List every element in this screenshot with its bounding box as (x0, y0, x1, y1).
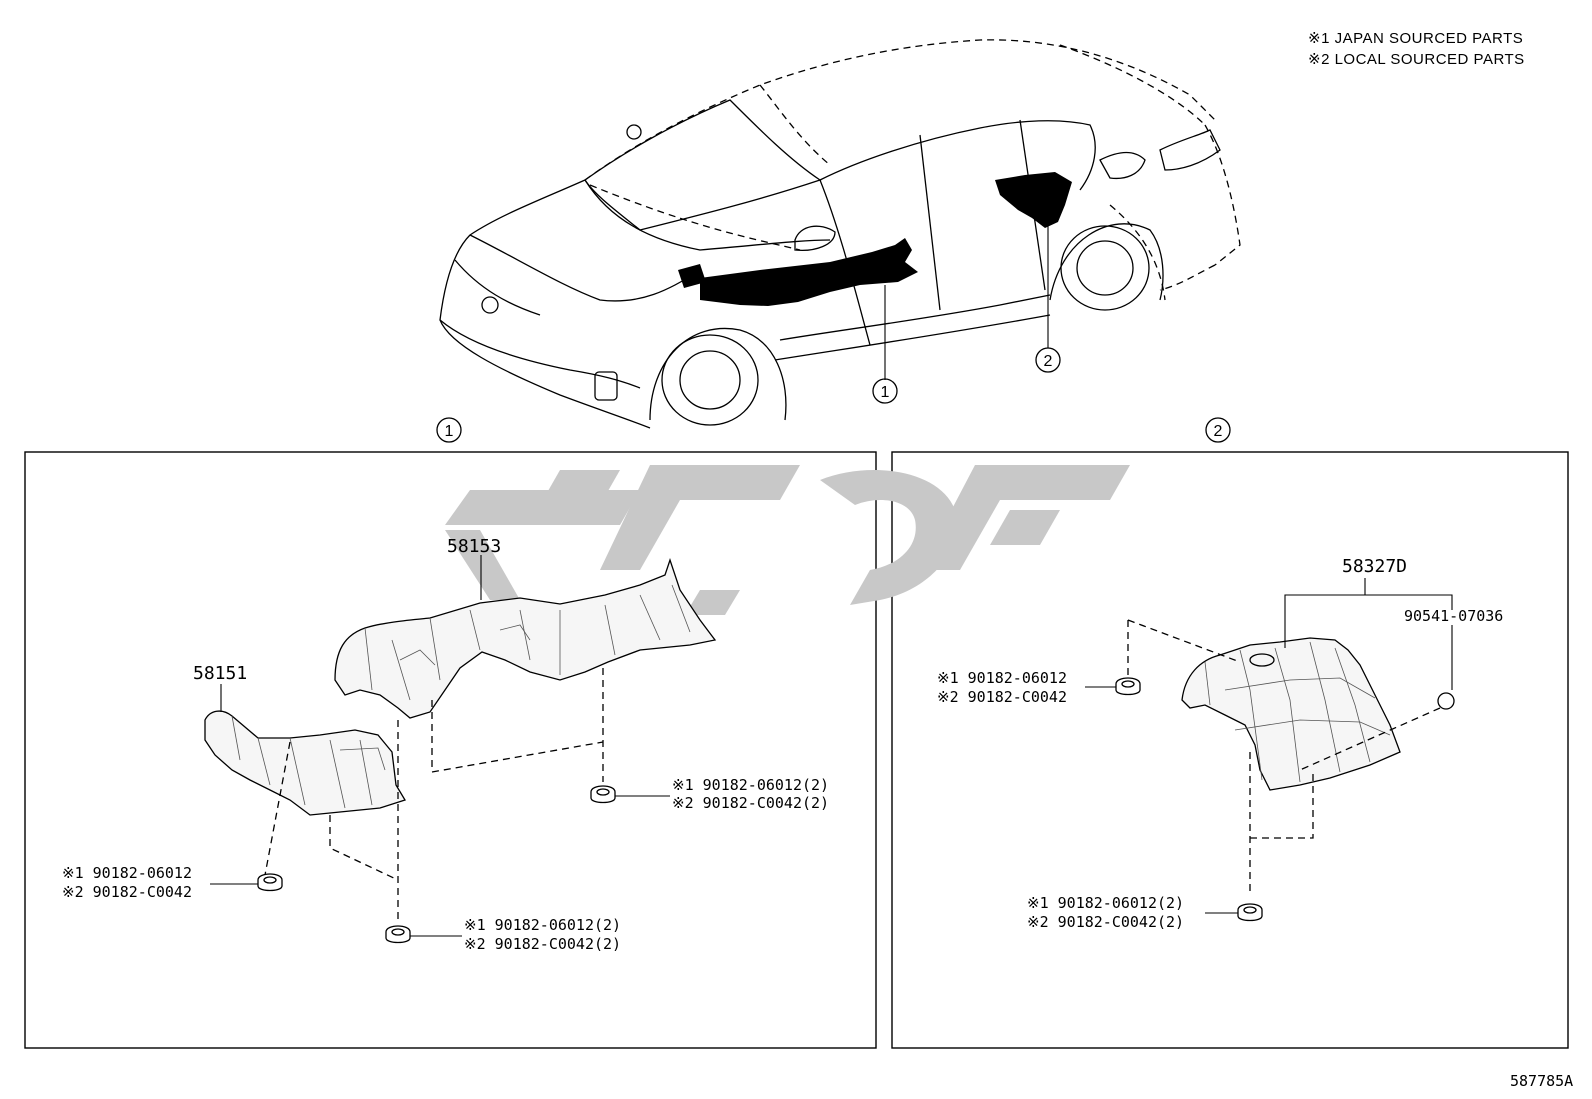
label-58327D: 58327D (1342, 556, 1407, 577)
clip-right (590, 785, 616, 804)
panel-2-drawing (1085, 578, 1455, 922)
svg-text:1: 1 (445, 423, 454, 440)
clip-bottom (385, 925, 411, 944)
label-p2-fastener-bottom-2: ※2 90182-C0042(2) (1027, 913, 1184, 931)
heat-insulator-58327D (1181, 637, 1401, 791)
label-58151: 58151 (193, 663, 247, 684)
label-fastener-right-1: ※1 90182-06012(2) (672, 776, 829, 794)
label-fastener-bottom-1: ※1 90182-06012(2) (464, 916, 621, 934)
label-p2-fastener-bottom-1: ※1 90182-06012(2) (1027, 894, 1184, 912)
clip-left (257, 873, 283, 892)
callout-2-car: 2 (1035, 347, 1061, 373)
svg-text:2: 2 (1214, 423, 1223, 440)
heat-insulator-58153 (334, 557, 717, 719)
callout-1-car: 1 (872, 378, 898, 404)
label-fastener-left-2: ※2 90182-C0042 (62, 883, 192, 901)
legend-japan: ※1 JAPAN SOURCED PARTS (1308, 30, 1523, 47)
panel-2-callout: 2 (1205, 417, 1231, 443)
heat-insulator-58151 (204, 710, 406, 816)
label-p2-fastener-left-1: ※1 90182-06012 (937, 669, 1067, 687)
label-90541-07036: 90541-07036 (1404, 607, 1503, 625)
diagram-id: 587785A (1510, 1072, 1573, 1090)
clip-panel2-left (1115, 677, 1141, 696)
label-fastener-left-1: ※1 90182-06012 (62, 864, 192, 882)
clip-panel2-bottom (1237, 903, 1263, 922)
svg-text:1: 1 (881, 384, 890, 401)
grommet-90541 (1437, 692, 1455, 710)
legend: ※1 JAPAN SOURCED PARTS ※2 LOCAL SOURCED … (1308, 30, 1525, 68)
label-58153: 58153 (447, 536, 501, 557)
panel-1-frame (24, 451, 877, 1049)
car-illustration (439, 39, 1241, 429)
panel-1-callout: 1 (436, 417, 462, 443)
label-fastener-right-2: ※2 90182-C0042(2) (672, 794, 829, 812)
label-p2-fastener-left-2: ※2 90182-C0042 (937, 688, 1067, 706)
watermark-logo (445, 465, 1130, 615)
panel-2-frame (891, 451, 1569, 1049)
legend-local: ※2 LOCAL SOURCED PARTS (1308, 51, 1525, 68)
panel-1-drawing (204, 555, 717, 944)
svg-text:2: 2 (1044, 353, 1053, 370)
label-fastener-bottom-2: ※2 90182-C0042(2) (464, 935, 621, 953)
